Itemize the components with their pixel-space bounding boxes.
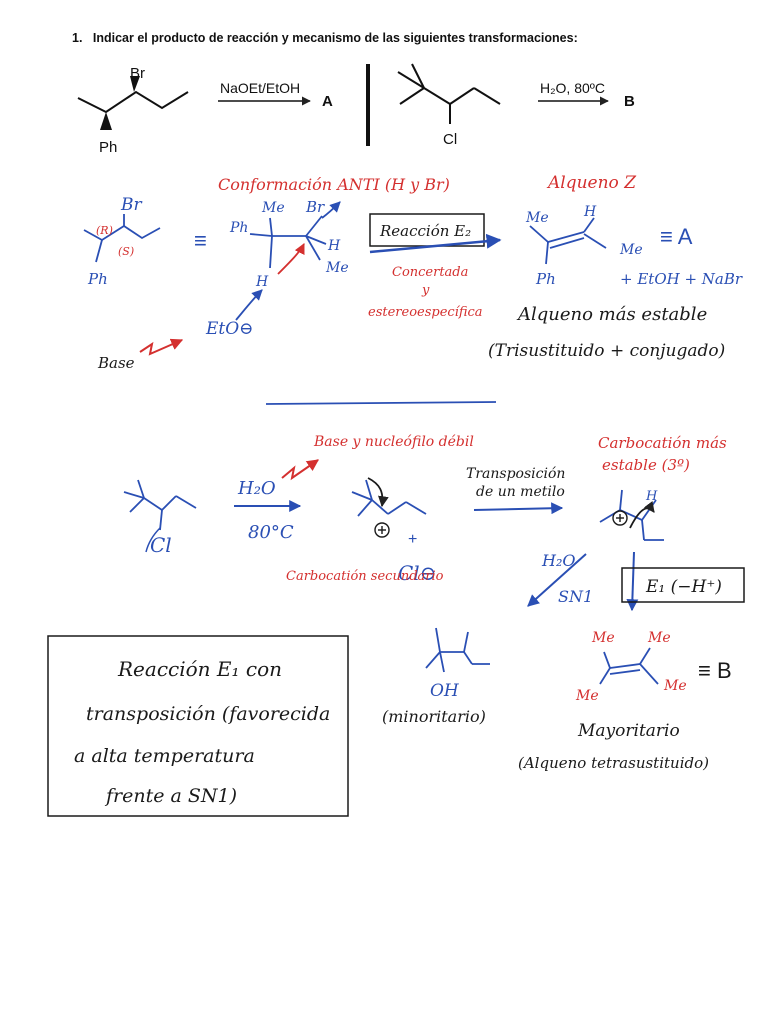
e1-tetra-label: (Alqueno tetrasustituido) <box>518 754 709 772</box>
e1-water2: H₂O <box>541 551 575 570</box>
e1-stable-cation-line1: Carbocatión más <box>598 434 727 452</box>
e2-alkene-z: Alqueno Z <box>546 173 637 193</box>
e2-newman-structure <box>249 201 341 275</box>
e2-base-arrow <box>235 289 263 321</box>
e2-newman-ph: Ph <box>229 220 248 236</box>
e1-oh-label: OH <box>430 681 460 701</box>
e2-s-label: (S) <box>118 245 134 258</box>
section-separator <box>265 401 497 405</box>
e1-sec-cation-structure <box>351 477 427 538</box>
scheme-b-reagent: H₂O, 80ºC <box>540 80 605 96</box>
e2-newman-me-top: Me <box>261 200 285 216</box>
e1-e1-box <box>621 567 745 603</box>
e1-e1-arrow <box>626 551 639 612</box>
e2-base-ion: EtO⊖ <box>205 319 253 339</box>
e2-product-me: Me <box>525 210 549 226</box>
e1-equiv-b: ≡ B <box>698 658 732 683</box>
e2-start-structure <box>83 214 161 263</box>
e1-e1-box-label: E₁ (−H⁺) <box>645 577 722 597</box>
question-text: Indicar el producto de reacción y mecani… <box>92 31 578 45</box>
e2-equals-sign: ≡ <box>194 228 207 253</box>
e2-newman-br-top: Br <box>305 198 325 216</box>
e2-ph-label: Ph <box>87 270 108 288</box>
e1-weak-label: Base y nucleófilo débil <box>313 434 474 450</box>
e2-product-structure <box>529 217 607 265</box>
e1-sec-cation-line: Carbocatión secundario <box>286 569 444 584</box>
e1-chloride: Cl⊖ <box>398 561 436 585</box>
summary-line4: frente a SN1) <box>104 785 237 807</box>
e1-sn1-label: SN1 <box>558 587 593 606</box>
e2-product-h: H <box>583 204 597 220</box>
question-title: 1. Indicar el producto de reacción y mec… <box>72 31 578 45</box>
e1-water: H₂O <box>237 478 276 499</box>
e2-conformation-title: Conformación ANTI (H y Br) <box>218 175 450 194</box>
e2-newman-me-right: Me <box>325 260 349 276</box>
e2-byproducts: + EtOH + NaBr <box>620 270 743 288</box>
e2-br-label: Br <box>120 195 142 215</box>
scheme-a-structure <box>77 76 189 130</box>
e1-major-label: Mayoritario <box>577 721 680 741</box>
e1-temp: 80°C <box>248 522 294 543</box>
e1-start-structure <box>123 479 197 531</box>
scheme-a-reagent: NaOEt/EtOH <box>220 80 300 96</box>
e1-me2: Me <box>647 630 671 646</box>
e2-reason: (Trisustituido + conjugado) <box>488 341 725 361</box>
e2-reaction-box-label: Reacción E₂ <box>379 222 471 240</box>
e2-concerted: Concertada <box>392 265 468 280</box>
e1-sn1-arrow <box>527 553 587 607</box>
e2-base-pointer <box>139 338 184 356</box>
e1-cl-arrow <box>145 527 161 553</box>
e2-base-label: Base <box>97 354 135 372</box>
e1-me1: Me <box>591 630 615 646</box>
e2-newman-h-bottom: H <box>255 274 269 290</box>
summary-line2: transposición (favorecida <box>86 703 330 725</box>
e1-minor-structure <box>425 627 490 673</box>
summary-line1: Reacción E₁ con <box>117 657 282 681</box>
e2-newman-h-right: H <box>327 238 341 254</box>
e1-me4: Me <box>663 678 687 694</box>
scheme-a-br-label: Br <box>130 65 145 82</box>
summary-line3: a alta temperatura <box>74 745 255 767</box>
e2-product-ph: Ph <box>535 270 556 288</box>
e1-plus: + <box>408 531 417 548</box>
e2-equiv-a: ≡ A <box>660 224 693 249</box>
e1-cl-label: Cl <box>150 533 172 557</box>
e2-r-label: (R) <box>96 224 113 237</box>
summary-box <box>47 635 349 817</box>
scheme-b-product-label: B <box>624 93 635 110</box>
e2-product-me2: Me <box>619 242 643 258</box>
e1-tert-cation-structure <box>599 489 664 541</box>
e1-shift-line1: Transposición <box>466 466 565 482</box>
e1-major-structure <box>599 647 659 685</box>
question-number: 1. <box>72 31 83 45</box>
scheme-a-ph-label: Ph <box>99 139 117 156</box>
e1-stable-cation-line2: estable (3º) <box>602 456 690 474</box>
e1-shift-arrow <box>473 502 564 515</box>
e1-shift-line2: de un metilo <box>476 484 565 500</box>
e1-me3: Me <box>575 688 599 704</box>
scheme-b-structure <box>397 63 501 124</box>
e2-stereospecific: estereoespecífica <box>368 305 483 320</box>
e2-y: y <box>421 283 430 298</box>
e1-h-label: H <box>645 489 658 504</box>
scheme-a-product-label: A <box>322 93 333 110</box>
scheme-b-cl-label: Cl <box>443 131 457 148</box>
e2-most-stable: Alqueno más estable <box>516 304 707 325</box>
e1-weak-pointer <box>281 459 319 481</box>
e2-reaction-arrow <box>369 233 502 254</box>
e1-minor-label: (minoritario) <box>382 707 486 726</box>
